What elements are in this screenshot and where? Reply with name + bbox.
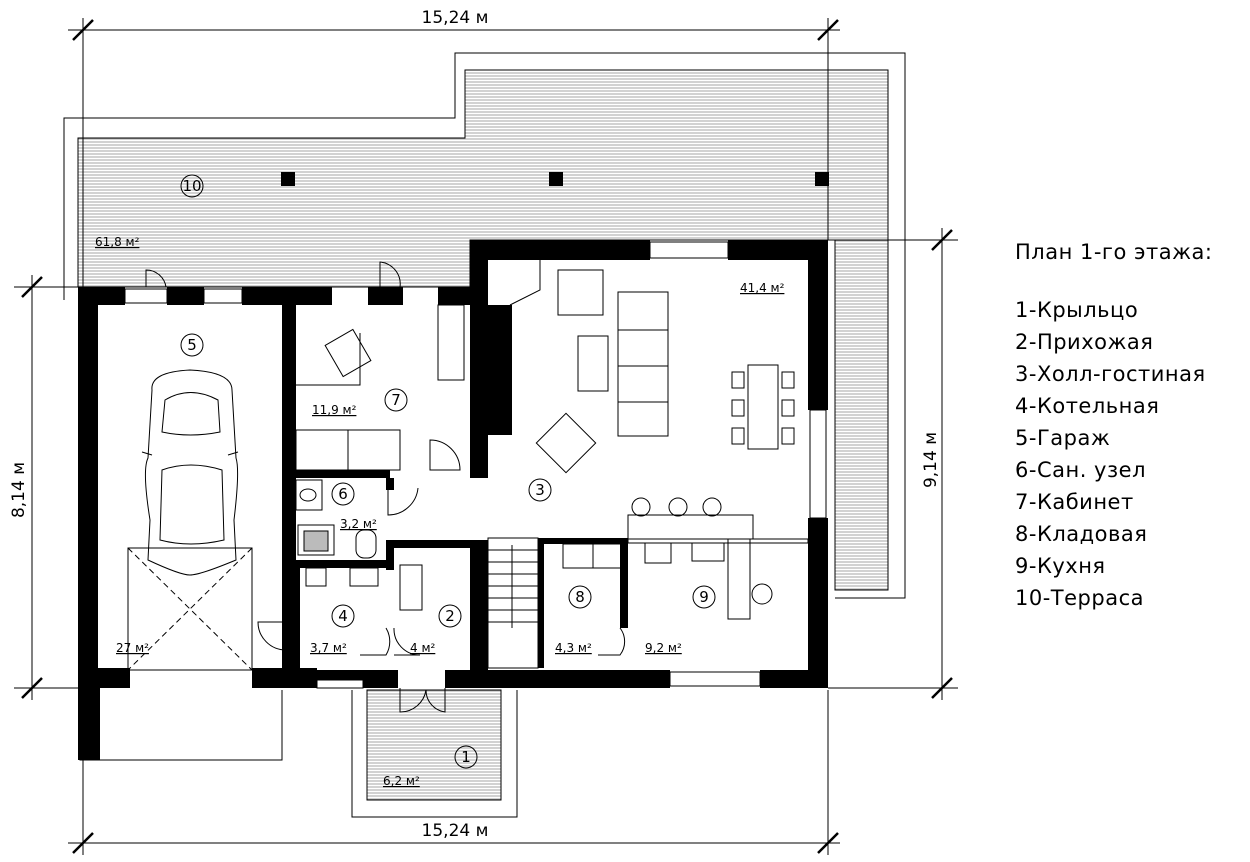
room-numbers: 1 2 3 4 5 6 7 8 9 10 xyxy=(180,174,716,769)
svg-text:9: 9 xyxy=(699,588,709,606)
windows xyxy=(124,241,827,689)
svg-text:3: 3 xyxy=(535,481,545,499)
area-bathroom: 3,2 м² xyxy=(340,517,377,531)
svg-text:1: 1 xyxy=(461,748,471,766)
area-living: 41,4 м² xyxy=(740,281,785,295)
terrace-post xyxy=(281,172,295,186)
room-number-9: 9 xyxy=(692,585,716,609)
dimension-lines xyxy=(14,18,958,855)
area-garage: 27 м² xyxy=(116,641,149,655)
terrace-post xyxy=(815,172,829,186)
area-porch: 6,2 м² xyxy=(383,774,420,788)
porch xyxy=(351,689,518,818)
terrace-post xyxy=(549,172,563,186)
area-kitchen: 9,2 м² xyxy=(645,641,682,655)
terrace xyxy=(63,52,906,599)
legend-item: 8-Кладовая xyxy=(1015,522,1148,546)
svg-text:10: 10 xyxy=(182,177,201,195)
legend-item: 1-Крыльцо xyxy=(1015,298,1139,322)
dim-bottom: 15,24 м xyxy=(422,821,489,841)
dim-right: 9,14 м xyxy=(921,432,941,488)
interior-fixtures xyxy=(127,260,809,713)
car-icon xyxy=(141,369,239,576)
svg-text:6: 6 xyxy=(338,485,348,503)
legend-item: 7-Кабинет xyxy=(1015,490,1134,514)
room-number-3: 3 xyxy=(528,478,552,502)
legend: План 1-го этажа: 1-Крыльцо 2-Прихожая 3-… xyxy=(1015,240,1245,614)
legend-item: 10-Терраса xyxy=(1015,586,1144,610)
legend-item: 9-Кухня xyxy=(1015,554,1106,578)
garage-apron xyxy=(79,690,283,761)
legend-item: 4-Котельная xyxy=(1015,394,1160,418)
area-terrace: 61,8 м² xyxy=(95,235,140,249)
svg-text:4: 4 xyxy=(338,607,348,625)
dim-top: 15,24 м xyxy=(422,8,489,28)
area-boiler: 3,7 м² xyxy=(310,641,347,655)
room-number-6: 6 xyxy=(331,482,355,506)
room-number-2: 2 xyxy=(438,604,462,628)
area-pantry: 4,3 м² xyxy=(555,641,592,655)
area-cabinet: 11,9 м² xyxy=(312,403,357,417)
room-number-7: 7 xyxy=(384,388,408,412)
room-number-10: 10 xyxy=(180,174,204,198)
svg-text:5: 5 xyxy=(187,336,197,354)
room-number-4: 4 xyxy=(331,604,355,628)
area-labels: 6,2 м² 4 м² 3,7 м² 27 м² 3,2 м² 11,9 м² … xyxy=(95,235,785,788)
legend-item: 6-Сан. узел xyxy=(1015,458,1146,482)
area-hallway: 4 м² xyxy=(410,641,436,655)
svg-text:8: 8 xyxy=(575,588,585,606)
svg-text:2: 2 xyxy=(445,607,455,625)
dim-left: 8,14 м xyxy=(9,462,29,518)
legend-item: 5-Гараж xyxy=(1015,426,1111,450)
room-number-5: 5 xyxy=(180,333,204,357)
svg-text:7: 7 xyxy=(391,391,401,409)
room-number-1: 1 xyxy=(454,745,478,769)
room-number-8: 8 xyxy=(568,585,592,609)
legend-title: План 1-го этажа: xyxy=(1015,240,1213,264)
legend-item: 2-Прихожая xyxy=(1015,330,1154,354)
exterior-walls xyxy=(78,240,828,760)
legend-item: 3-Холл-гостиная xyxy=(1015,362,1206,386)
